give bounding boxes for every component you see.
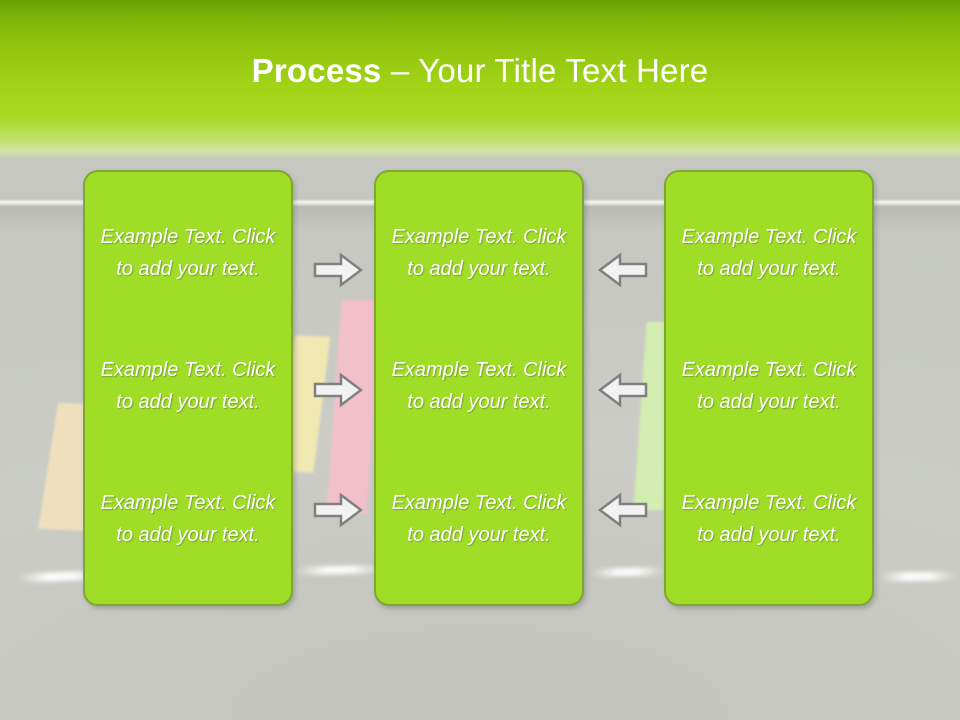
- background-streak-right: [879, 571, 957, 582]
- process-column-3[interactable]: Example Text. Click to add your text. Ex…: [664, 170, 874, 606]
- process-cell[interactable]: Example Text. Click to add your text.: [681, 492, 857, 547]
- page-title-bold: Process: [251, 52, 382, 89]
- process-column-2[interactable]: Example Text. Click to add your text. Ex…: [374, 170, 584, 606]
- process-cell[interactable]: Example Text. Click to add your text.: [100, 492, 276, 547]
- process-cell[interactable]: Example Text. Click to add your text.: [681, 358, 857, 413]
- process-cell[interactable]: Example Text. Click to add your text.: [100, 358, 276, 413]
- arrow-left-icon[interactable]: [598, 252, 648, 288]
- process-cell[interactable]: Example Text. Click to add your text.: [391, 225, 567, 280]
- process-cell[interactable]: Example Text. Click to add your text.: [681, 225, 857, 280]
- process-cell[interactable]: Example Text. Click to add your text.: [391, 358, 567, 413]
- arrow-right-icon[interactable]: [313, 492, 363, 528]
- arrow-left-icon[interactable]: [598, 372, 648, 408]
- process-cell[interactable]: Example Text. Click to add your text.: [391, 492, 567, 547]
- arrow-right-icon[interactable]: [313, 372, 363, 408]
- arrow-right-icon[interactable]: [313, 252, 363, 288]
- process-cell[interactable]: Example Text. Click to add your text.: [100, 225, 276, 280]
- page-title: Process – Your Title Text Here: [0, 50, 960, 92]
- page-title-normal: – Your Title Text Here: [381, 52, 709, 89]
- process-column-1[interactable]: Example Text. Click to add your text. Ex…: [83, 170, 293, 606]
- arrow-left-icon[interactable]: [598, 492, 648, 528]
- header-band: [0, 0, 960, 160]
